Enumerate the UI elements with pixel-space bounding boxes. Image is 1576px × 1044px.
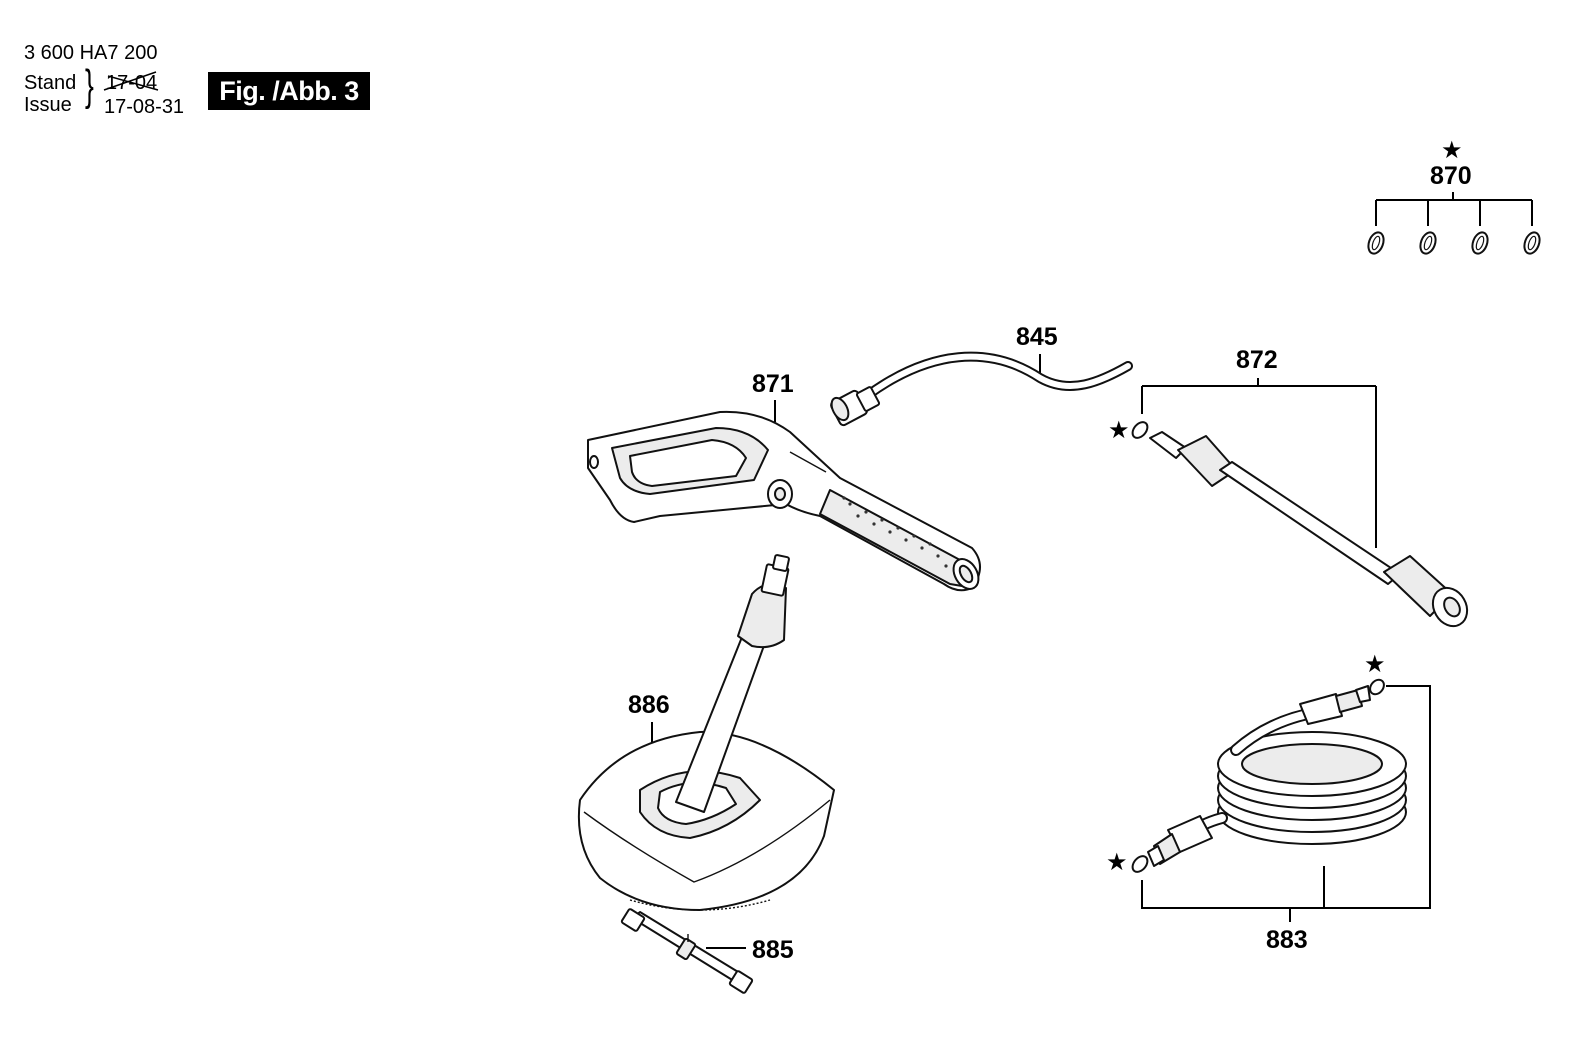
- label-886: 886: [628, 691, 670, 719]
- part-886-surface-cleaner: 886: [577, 554, 835, 911]
- stand-label: Stand: [24, 72, 77, 94]
- brace-icon: }: [84, 61, 94, 110]
- o-ring-icon: [1131, 855, 1149, 873]
- o-ring-icon: [1367, 231, 1385, 255]
- marker-star-870: ★: [1441, 136, 1463, 164]
- part-871-spray-gun: 871: [587, 370, 981, 592]
- o-ring-icon: [1131, 421, 1149, 439]
- part-872-spray-lance: 872 ★: [1108, 346, 1469, 628]
- o-ring-icon: [1471, 231, 1489, 255]
- part-870-o-ring-set: ★ 870: [1367, 136, 1541, 255]
- label-845: 845: [1016, 323, 1058, 351]
- issue-label: Issue: [24, 94, 72, 116]
- part-883-high-pressure-hose: ★ ★ 883: [1106, 650, 1431, 954]
- marker-star-883-top: ★: [1364, 650, 1386, 678]
- part-885-nozzle-bar: 885: [620, 908, 794, 994]
- part-number: 3 600 HA7 200: [24, 42, 158, 64]
- marker-star-883-bottom: ★: [1106, 848, 1128, 876]
- label-870: 870: [1430, 162, 1472, 190]
- o-ring-icon: [1369, 678, 1385, 696]
- strike-through-mark: [103, 71, 159, 91]
- label-872: 872: [1236, 346, 1278, 374]
- label-885: 885: [752, 936, 794, 964]
- part-845-connecting-tube: 845: [830, 323, 1133, 427]
- issue-date: 17-08-31: [104, 96, 185, 118]
- label-871: 871: [752, 370, 794, 398]
- o-ring-icon: [1523, 231, 1541, 255]
- label-883: 883: [1266, 926, 1308, 954]
- marker-star-872: ★: [1108, 416, 1130, 444]
- o-ring-icon: [1419, 231, 1437, 255]
- figure-label: Fig. /Abb. 3: [208, 72, 370, 110]
